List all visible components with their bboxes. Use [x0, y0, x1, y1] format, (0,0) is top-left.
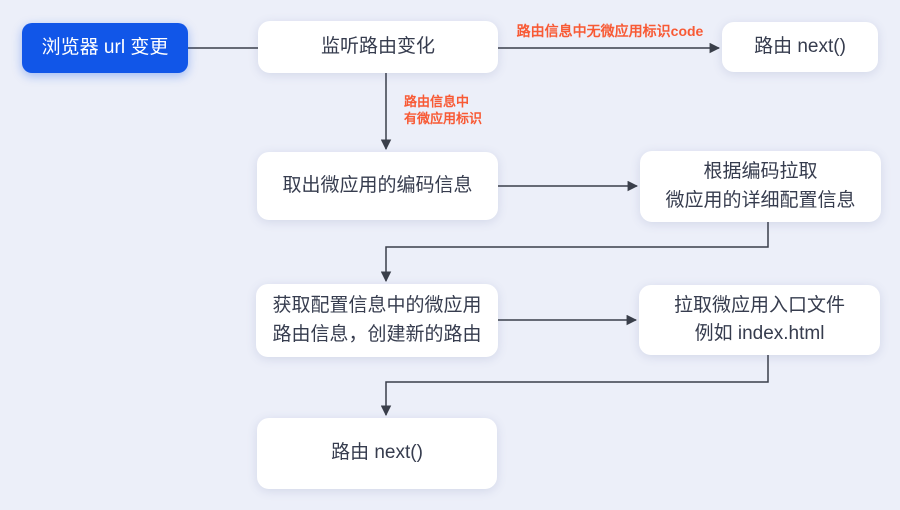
node-route-next-bottom: 路由 next(): [257, 418, 497, 489]
edge-label-no-micro-app-code: 路由信息中无微应用标识code: [516, 23, 704, 39]
edge-label-has-micro-app-line1: 路由信息中: [404, 94, 470, 109]
node-browser-url-change-label: 浏览器 url 变更: [41, 36, 169, 58]
edge-fetch-entry-to-route-next-bottom: [380, 355, 769, 417]
node-extract-micro-app-code: 取出微应用的编码信息: [257, 152, 498, 220]
node-fetch-config-by-code: 根据编码拉取 微应用的详细配置信息: [640, 151, 881, 222]
node-listen-route-change-label: 监听路由变化: [320, 35, 435, 57]
node-fetch-entry-file-line1: 拉取微应用入口文件: [673, 294, 845, 316]
edge-label-has-micro-app-line2: 有微应用标识: [404, 111, 483, 126]
node-fetch-config-line2: 微应用的详细配置信息: [665, 189, 856, 211]
node-create-new-route-line1: 获取配置信息中的微应用: [272, 295, 482, 316]
node-fetch-config-line1: 根据编码拉取: [703, 161, 818, 182]
node-create-new-route: 获取配置信息中的微应用 路由信息，创建新的路由: [256, 284, 498, 357]
node-create-new-route-line2: 路由信息，创建新的路由: [272, 323, 482, 345]
node-route-next-top-label: 路由 next(): [754, 35, 846, 57]
node-fetch-entry-file: 拉取微应用入口文件 例如 index.html: [639, 285, 880, 355]
node-extract-micro-app-code-label: 取出微应用的编码信息: [282, 174, 473, 196]
node-route-next-top: 路由 next(): [722, 22, 878, 72]
node-fetch-entry-file-line2: 例如 index.html: [694, 323, 825, 344]
edge-fetch-config-to-create-route: [380, 222, 769, 283]
node-listen-route-change: 监听路由变化: [258, 21, 498, 73]
node-route-next-bottom-label: 路由 next(): [331, 442, 423, 464]
edge-label-has-micro-app: 路由信息中 有微应用标识: [404, 93, 482, 127]
node-browser-url-change: 浏览器 url 变更: [22, 23, 188, 73]
